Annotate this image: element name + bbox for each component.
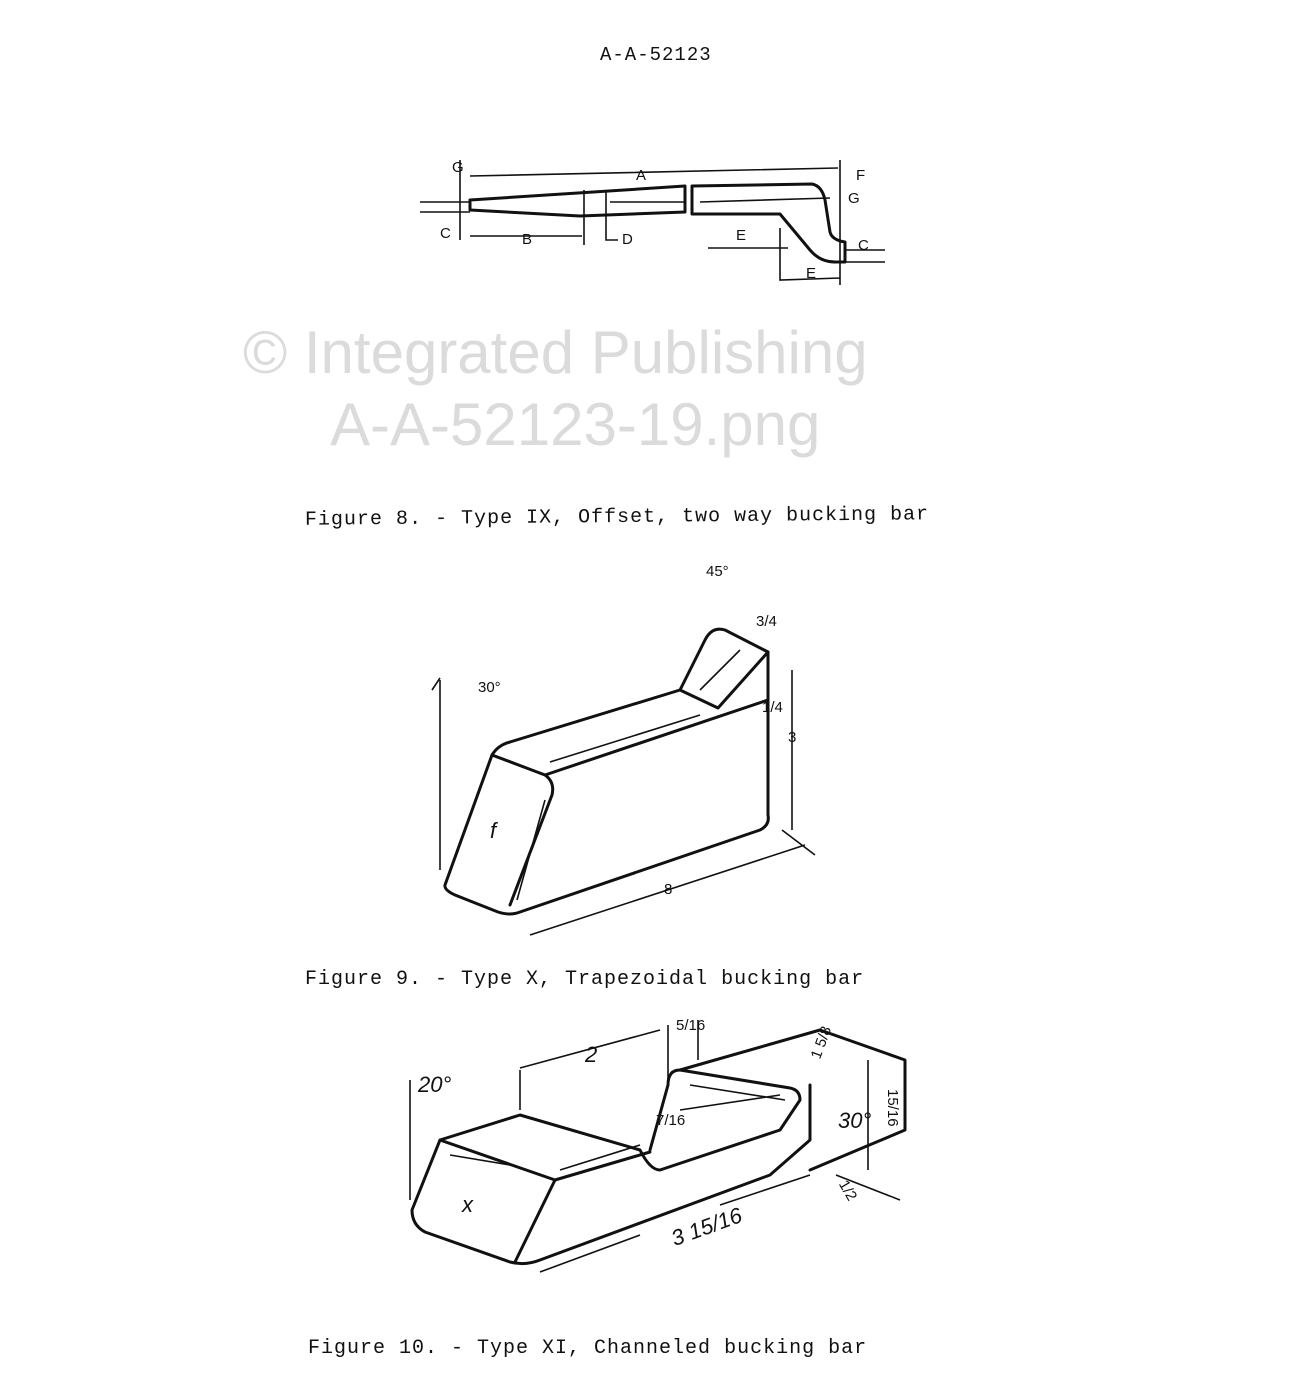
angle-45-label: 45° <box>706 563 729 580</box>
channel-depth-label: 7/16 <box>656 1112 685 1129</box>
dim-label-g2: G <box>848 190 860 207</box>
document-number: A-A-52123 <box>600 44 712 66</box>
face-label-10: x <box>461 1192 474 1217</box>
figure-8-drawing: G A F G C C B D E E <box>420 159 885 285</box>
height-label-10: 15/16 <box>884 1089 901 1127</box>
dim-label-c: C <box>440 225 451 242</box>
wall-label: 5/16 <box>676 1017 705 1034</box>
angle-30-label: 30° <box>478 679 501 696</box>
figure-10-caption: Figure 10. - Type XI, Channeled bucking … <box>308 1337 868 1360</box>
watermark-line1: © Integrated Publishing <box>243 319 868 386</box>
height-label: 3 <box>788 729 796 746</box>
dim-label-d: D <box>622 231 633 248</box>
dim-label-f: F <box>856 167 865 184</box>
watermark-line2: A-A-52123-19.png <box>330 391 821 458</box>
dim-label-e2: E <box>806 265 816 282</box>
width-label: 3/4 <box>756 613 777 630</box>
length-label: 8 <box>664 881 672 898</box>
width-label-10: 1 5/8 <box>808 1024 835 1061</box>
dim-label-e: E <box>736 227 746 244</box>
angle-20-label: 20° <box>417 1072 451 1097</box>
figure-9-drawing: 45° 3/4 30° 1/4 3 8 f <box>431 563 816 936</box>
dim-label-g: G <box>452 159 464 176</box>
offset-label: 1/2 <box>835 1177 860 1204</box>
figure-10-drawing: 20° 2 5/16 1 5/8 15/16 30° 7/16 1/2 3 15… <box>409 1017 907 1273</box>
angle-30-label-10: 30° <box>838 1108 871 1133</box>
face-label: f <box>490 818 499 843</box>
channel-length-label: 2 <box>584 1042 597 1067</box>
dim-label-b: B <box>522 231 532 248</box>
dim-label-a: A <box>636 167 646 184</box>
figure-9-caption: Figure 9. - Type X, Trapezoidal bucking … <box>305 968 865 991</box>
thickness-label: 1/4 <box>762 699 783 716</box>
dim-label-c2: C <box>858 237 869 254</box>
